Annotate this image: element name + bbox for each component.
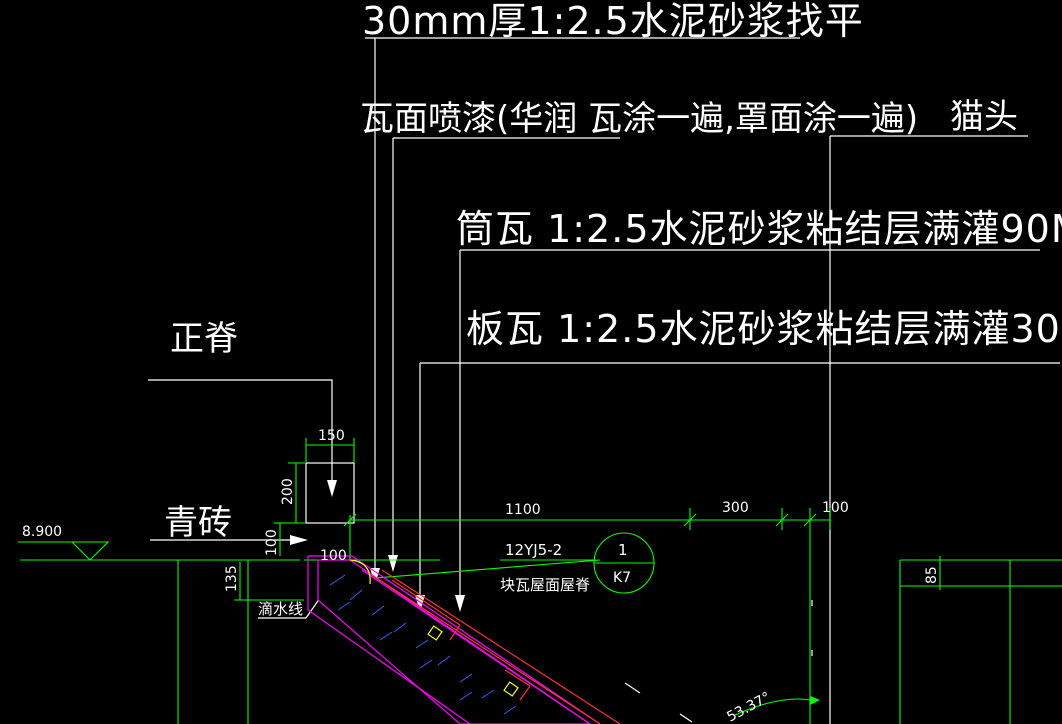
dim-100-left: 100	[264, 529, 280, 556]
arrow-brick	[290, 535, 308, 545]
leader-arrowheads	[290, 480, 465, 612]
dim-100-top: 100	[822, 500, 849, 516]
label-detail-no: 1	[618, 541, 628, 559]
label-cat-head: 猫头	[950, 97, 1018, 137]
dim-200: 200	[280, 478, 296, 505]
leader-lines	[148, 37, 1060, 724]
label-detail-sheet: K7	[613, 570, 631, 586]
label-elevation: 8.900	[22, 524, 62, 540]
arrow-paint	[388, 555, 398, 572]
dim-1100: 1100	[505, 502, 541, 518]
elevation-marker	[70, 541, 110, 561]
label-mortar-30: 30mm厚1:2.5水泥砂浆找平	[362, 0, 864, 43]
label-plate-tile: 板瓦 1:2.5水泥砂浆粘结层满灌30MM	[466, 307, 1062, 351]
ridge-brick-box	[305, 462, 355, 524]
tile-lines	[371, 569, 621, 724]
label-drip-line: 滴水线	[258, 600, 303, 618]
dim-100-mid: 100	[320, 548, 347, 564]
angle-arrow	[810, 696, 820, 705]
dim-85: 85	[924, 566, 940, 584]
dim-135: 135	[224, 565, 240, 592]
leader-main-ridge	[148, 379, 333, 480]
label-ref-desc: 块瓦屋面屋脊	[500, 576, 590, 594]
dim-300: 300	[722, 500, 749, 516]
label-ref-code: 12YJ5-2	[505, 541, 562, 559]
dim-angle: 53.37°	[724, 689, 773, 724]
misc-marks	[624, 600, 813, 723]
arrow-plate	[415, 595, 425, 612]
label-tile-paint: 瓦面喷漆(华润 瓦涂一遍,罩面涂一遍)	[360, 99, 918, 139]
label-main-ridge: 正脊	[170, 319, 238, 359]
hatch-strokes	[329, 574, 517, 715]
angle-arc	[734, 698, 811, 716]
arrow-tube	[455, 595, 465, 612]
dim-150: 150	[318, 428, 345, 444]
arrow-ridge	[327, 480, 337, 497]
label-blue-brick: 青砖	[164, 503, 232, 543]
roof-section	[307, 555, 813, 724]
concrete-hatch-region	[317, 559, 592, 724]
cat-head-tiles	[349, 559, 519, 697]
waterproof-layers	[307, 555, 601, 724]
dimension-lines	[18, 438, 1062, 724]
label-tube-tile: 筒瓦 1:2.5水泥砂浆粘结层满灌90MM	[456, 207, 1062, 251]
leader-drip-line	[258, 597, 321, 619]
